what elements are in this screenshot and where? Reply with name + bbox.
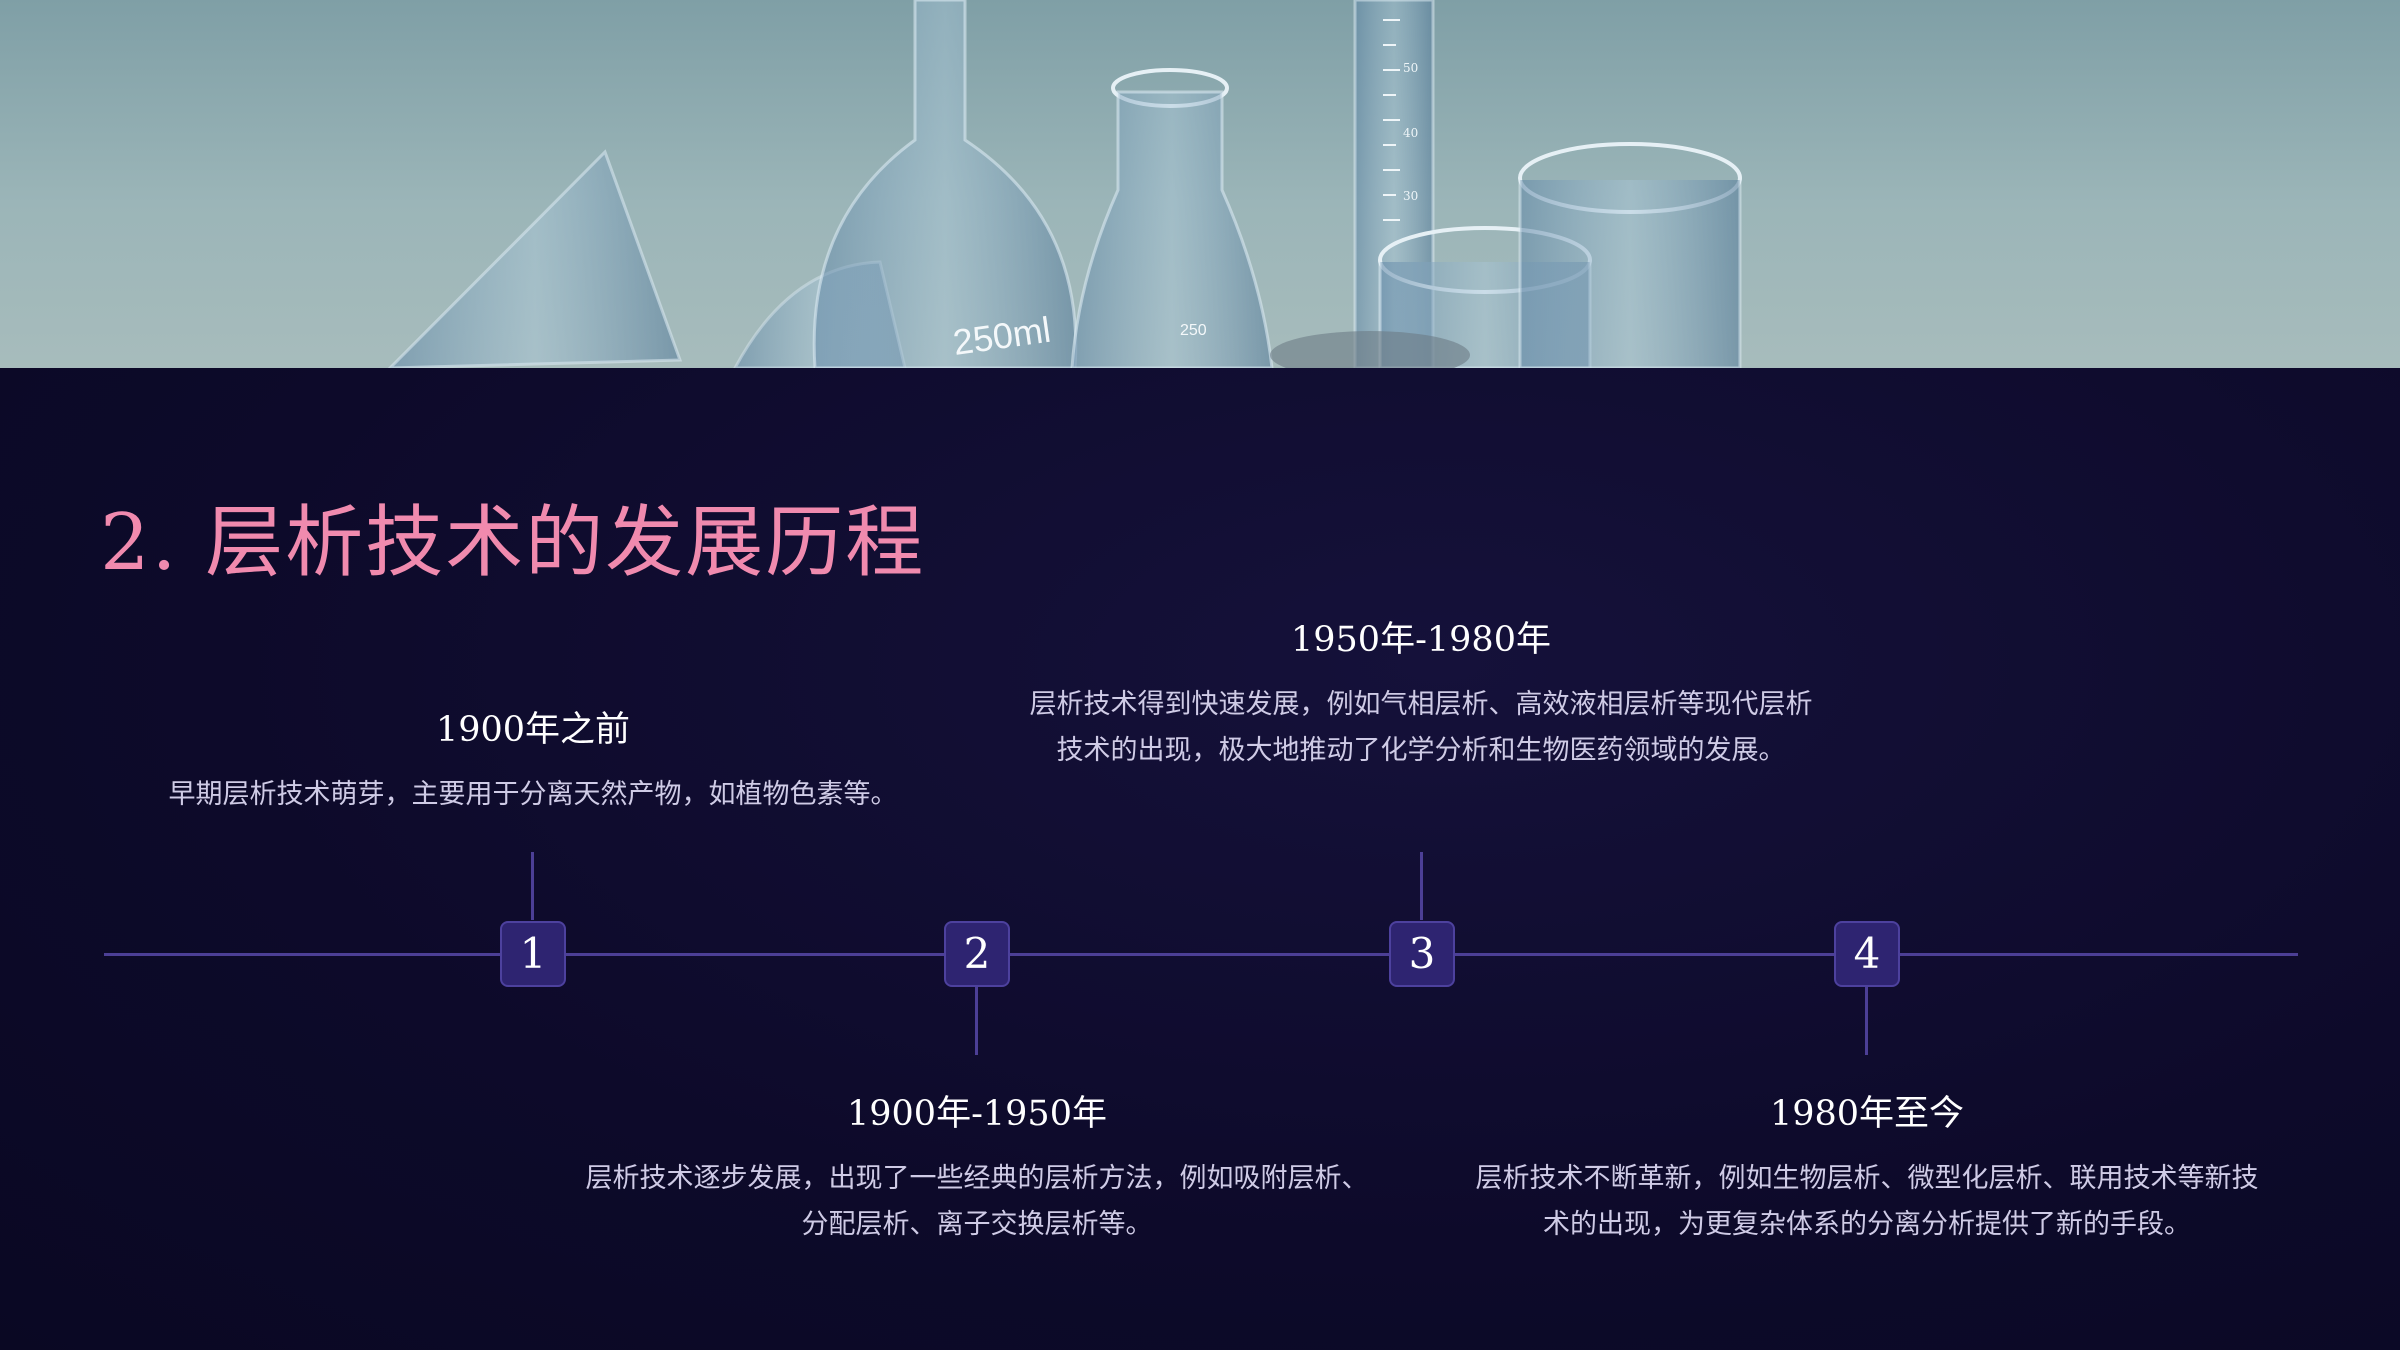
timeline-connector-2 — [975, 987, 978, 1055]
timeline-node-1: 1 — [500, 921, 566, 987]
event-description: 早期层析技术萌芽，主要用于分离天然产物，如植物色素等。 — [168, 779, 898, 810]
event-description: 层析技术不断革新，例如生物层析、微型化层析、联用技术等新技术的出现，为更复杂体系… — [1475, 1163, 2259, 1240]
timeline-node-3: 3 — [1389, 921, 1455, 987]
timeline-connector-1 — [531, 852, 534, 920]
slide-body — [0, 368, 2400, 1350]
timeline-axis — [104, 953, 2298, 956]
cylinder-mark-40: 40 — [1403, 126, 1418, 140]
timeline-event-1: 1900年之前 早期层析技术萌芽，主要用于分离天然产物，如植物色素等。 — [138, 708, 928, 818]
timeline-event-4: 1980年至今 层析技术不断革新，例如生物层析、微型化层析、联用技术等新技术的出… — [1472, 1092, 2262, 1248]
timeline-event-2: 1900年-1950年 层析技术逐步发展，出现了一些经典的层析方法，例如吸附层析… — [582, 1092, 1372, 1248]
hero-image: 250ml 250 50 40 30 — [0, 0, 2400, 368]
timeline-connector-4 — [1865, 987, 1868, 1055]
event-period: 1900年-1950年 — [847, 1094, 1107, 1134]
slide-title: 2. 层析技术的发展历程 — [100, 498, 926, 588]
event-period: 1900年之前 — [435, 710, 631, 750]
event-period: 1950年-1980年 — [1291, 620, 1551, 660]
timeline-event-3: 1950年-1980年 层析技术得到快速发展，例如气相层析、高效液相层析等现代层… — [1026, 618, 1816, 774]
lab-glassware-illustration: 250ml 250 50 40 30 — [387, 0, 1742, 368]
event-description: 层析技术逐步发展，出现了一些经典的层析方法，例如吸附层析、分配层析、离子交换层析… — [585, 1163, 1369, 1240]
timeline-connector-3 — [1420, 852, 1423, 920]
beaker-label: 250 — [1180, 322, 1207, 339]
timeline-node-2: 2 — [944, 921, 1010, 987]
cylinder-mark-50: 50 — [1403, 61, 1418, 75]
timeline-node-4: 4 — [1834, 921, 1900, 987]
event-description: 层析技术得到快速发展，例如气相层析、高效液相层析等现代层析技术的出现，极大地推动… — [1029, 689, 1813, 766]
cylinder-mark-30: 30 — [1403, 189, 1418, 203]
event-period: 1980年至今 — [1769, 1094, 1965, 1134]
